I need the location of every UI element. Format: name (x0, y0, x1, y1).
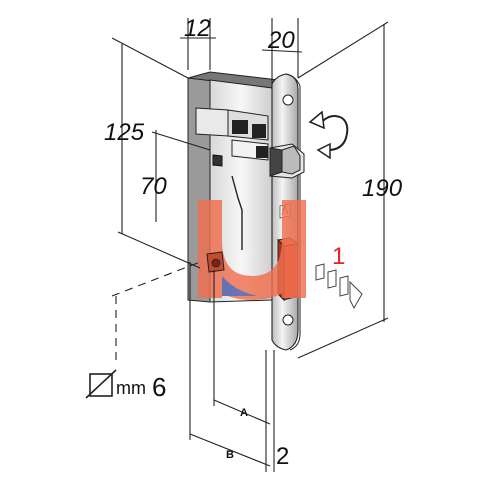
latch-mechanism (195, 107, 269, 250)
spindle-size: 6 (152, 372, 166, 402)
screw-hole-bottom (282, 314, 294, 326)
dim-height-follower: 125 (104, 119, 145, 146)
spindle-unit: mm (116, 378, 146, 398)
dim-height-latch: 70 (140, 173, 167, 200)
dim-faceplate-width: 20 (267, 27, 295, 54)
dim-top-width: 12 (184, 15, 211, 42)
follower-hole (206, 251, 225, 273)
dimension-lines (111, 18, 389, 472)
dim-total-height: 190 (362, 175, 403, 202)
push-arrow-icon (315, 263, 363, 310)
screw-hole-top (282, 94, 294, 106)
brand-logo (198, 200, 306, 300)
latch-bolt (269, 143, 305, 179)
dim-label-a: A (240, 407, 248, 419)
dim-thickness: 2 (276, 443, 289, 470)
spindle-square-icon (85, 369, 117, 399)
rotate-arrow-icon (308, 110, 349, 160)
dim-label-b: B (226, 449, 234, 461)
latch-step-number: 1 (332, 243, 345, 270)
